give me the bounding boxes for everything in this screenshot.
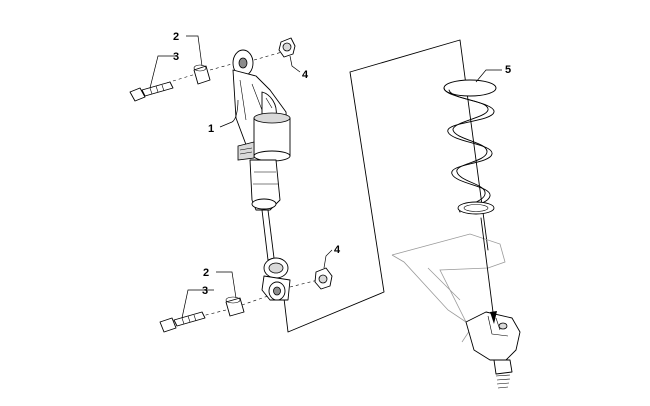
spring-axis-arrow (480, 217, 497, 324)
callout-spring: 5 (505, 64, 511, 76)
callout-bolt-top: 3 (173, 51, 179, 63)
callout-shock: 1 (208, 123, 214, 135)
top-hardware (129, 35, 301, 102)
callout-bolt-bottom: 3 (202, 285, 208, 297)
spring-leader (475, 69, 502, 83)
callout-spacer-top: 2 (173, 31, 179, 43)
callout-nut-top: 4 (302, 69, 309, 81)
spring-assembly-bracket (282, 39, 489, 333)
a-arm (391, 233, 521, 389)
shock-absorber (219, 49, 291, 301)
coil-spring (443, 79, 497, 215)
callout-spacer-bottom: 2 (203, 267, 209, 279)
callout-nut-bottom: 4 (334, 244, 341, 256)
bottom-hardware (159, 249, 333, 333)
